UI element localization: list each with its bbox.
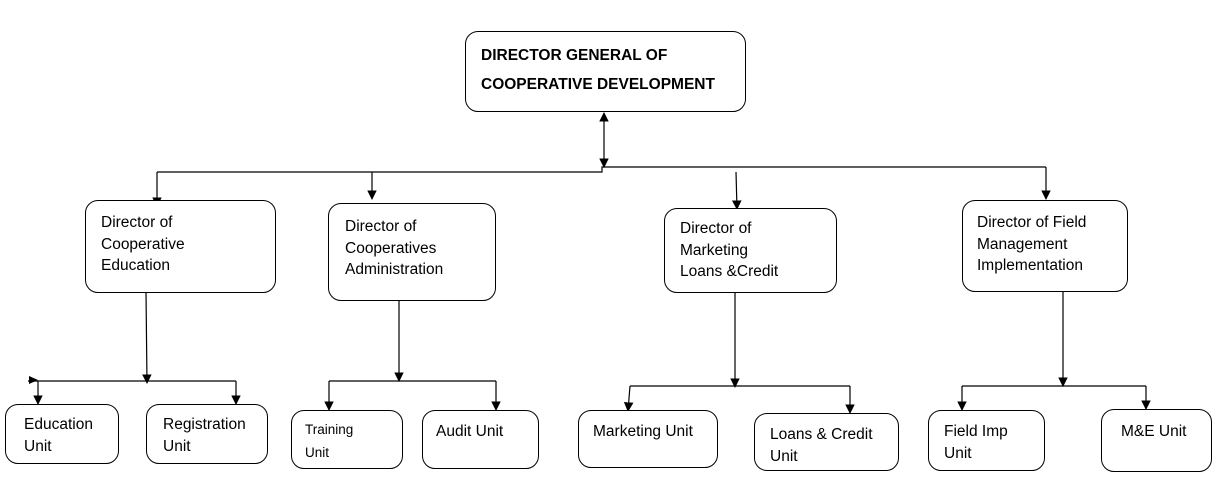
director-administration-box: Director of Cooperatives Administration bbox=[328, 203, 496, 301]
director-education-box: Director of Cooperative Education bbox=[85, 200, 276, 293]
director-education-label: Director of Cooperative Education bbox=[101, 214, 185, 274]
education-unit-label: Education Unit bbox=[24, 416, 93, 455]
arrow-from-director-education bbox=[142, 291, 152, 384]
arrow-to-director-marketing bbox=[731, 171, 742, 210]
me-unit-box: M&E Unit bbox=[1101, 409, 1212, 472]
left-arrowhead bbox=[29, 376, 38, 384]
director-field-label: Director of Field Management Implementat… bbox=[977, 214, 1087, 274]
director-general-box: DIRECTOR GENERAL OF COOPERATIVE DEVELOPM… bbox=[465, 31, 746, 112]
marketing-unit-label: Marketing Unit bbox=[593, 423, 693, 440]
registration-unit-box: Registration Unit bbox=[146, 404, 268, 464]
training-unit-box: Training Unit bbox=[291, 410, 403, 469]
marketing-unit-box: Marketing Unit bbox=[578, 410, 718, 468]
audit-unit-box: Audit Unit bbox=[422, 410, 539, 469]
education-unit-box: Education Unit bbox=[5, 404, 119, 464]
director-administration-label: Director of Cooperatives Administration bbox=[345, 218, 444, 278]
loans-credit-unit-box: Loans & Credit Unit bbox=[754, 413, 899, 471]
field-imp-unit-label: Field Imp Unit bbox=[944, 423, 1008, 462]
director-general-label: DIRECTOR GENERAL OF COOPERATIVE DEVELOPM… bbox=[481, 47, 715, 93]
director-bus-line bbox=[157, 166, 1046, 173]
field-imp-unit-box: Field Imp Unit bbox=[928, 410, 1045, 471]
audit-unit-label: Audit Unit bbox=[436, 423, 504, 440]
me-unit-label: M&E Unit bbox=[1121, 423, 1187, 440]
arrow-to-marketing-unit bbox=[623, 385, 634, 412]
registration-unit-label: Registration Unit bbox=[163, 416, 246, 455]
director-marketing-box: Director of Marketing Loans &Credit bbox=[664, 208, 837, 293]
director-field-box: Director of Field Management Implementat… bbox=[962, 200, 1128, 292]
director-marketing-label: Director of Marketing Loans &Credit bbox=[680, 220, 779, 280]
loans-credit-unit-label: Loans & Credit Unit bbox=[770, 426, 873, 465]
training-unit-label: Training Unit bbox=[305, 422, 354, 460]
